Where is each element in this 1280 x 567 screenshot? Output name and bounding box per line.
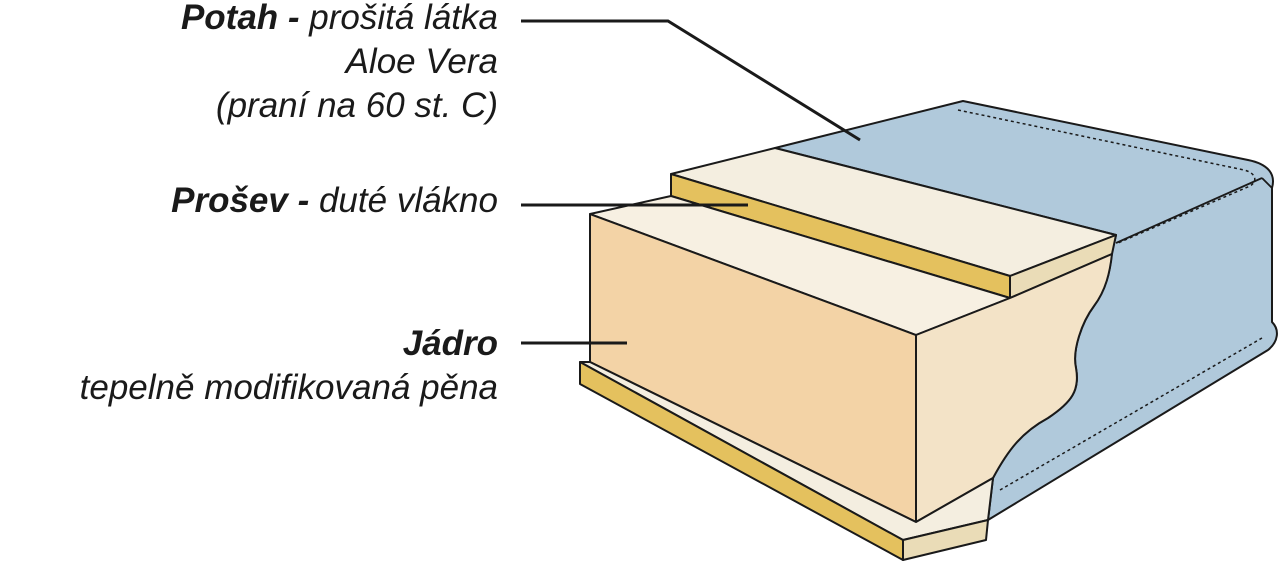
felt-strip-bottom-side [902, 519, 989, 561]
label-core-line1: tepelně modifikovaná pěna [79, 368, 498, 407]
label-quilting: Prošev - duté vlákno [171, 179, 498, 223]
cover-stitching-bottom [999, 337, 1263, 491]
label-cover-title: Potah - [180, 0, 300, 37]
label-quilting-title: Prošev - [171, 181, 310, 220]
label-core-title: Jádro [402, 324, 498, 363]
label-quilting-line1: duté vlákno [318, 181, 498, 220]
label-cover-line2: Aloe Vera [345, 42, 498, 81]
label-cover-line3: (praní na 60 st. C) [215, 86, 498, 125]
label-cover-line1: prošitá látka [309, 0, 498, 37]
cover-top-edge [1115, 177, 1273, 244]
core-side-face [915, 253, 1113, 523]
label-cover: Potah - prošitá látka Aloe Vera (praní n… [181, 0, 498, 128]
leader-line-cover [521, 19, 861, 142]
label-core: Jádro tepelně modifikovaná pěna [80, 322, 498, 410]
